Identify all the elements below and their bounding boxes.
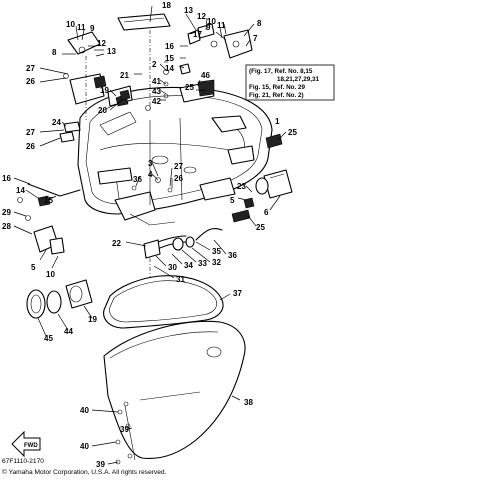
note-line-2: 18,21,27,29,31 <box>277 76 320 83</box>
bottom-cowling-tray <box>77 86 273 226</box>
callout-label: 42 <box>152 97 161 106</box>
callout-label: 17 <box>193 30 202 39</box>
right-side-parts <box>231 133 293 223</box>
callout-label: 15 <box>165 54 174 63</box>
callout-label: 13 <box>107 47 116 56</box>
copyright: © Yamaha Motor Corporation, U.S.A. All r… <box>2 468 167 476</box>
callout-label: 31 <box>176 275 185 284</box>
callout-label: 40 <box>80 406 89 415</box>
callout-label: 32 <box>212 258 221 267</box>
callout-label: 27 <box>26 64 35 73</box>
callout-label: 16 <box>165 42 174 51</box>
callout-label: 37 <box>233 289 242 298</box>
callout-label: 11 <box>217 21 226 30</box>
callout-label: 10 <box>207 17 216 26</box>
callout-label: 13 <box>184 6 193 15</box>
callout-label: 25 <box>185 83 194 92</box>
callout-label: 15 <box>44 196 53 205</box>
note-line-3: Fig. 15, Ref. No. 29 <box>249 84 305 91</box>
callout-label: 6 <box>264 208 269 217</box>
hose-fittings <box>143 227 223 278</box>
callout-label: 18 <box>162 1 171 10</box>
callout-label: 23 <box>237 182 246 191</box>
callout-label: 27 <box>26 128 35 137</box>
callout-label: 19 <box>100 86 109 95</box>
forward-arrow: FWD <box>11 430 41 458</box>
gasket-seal <box>103 275 224 329</box>
callout-label: 36 <box>133 175 142 184</box>
small-hardware <box>37 29 255 465</box>
callout-label: 16 <box>2 174 11 183</box>
callout-label: 8 <box>52 48 57 57</box>
part-code: 67F1110-2170 <box>2 458 44 465</box>
callout-label: 27 <box>174 162 183 171</box>
callout-label: 35 <box>212 247 221 256</box>
callout-label: 4 <box>148 170 153 179</box>
callout-label: 26 <box>174 174 183 183</box>
plug-and-clamps <box>26 279 93 319</box>
callout-label: 41 <box>152 77 161 86</box>
callout-label: 46 <box>201 71 210 80</box>
left-fittings <box>17 183 81 255</box>
callout-label: 39 <box>96 460 105 469</box>
callout-label: 5 <box>230 196 235 205</box>
callout-label: 44 <box>64 327 73 336</box>
callout-label: 38 <box>244 398 253 407</box>
callout-label: 26 <box>26 142 35 151</box>
callout-label: 12 <box>97 39 106 48</box>
note-line-1: (Fig. 17, Ref. No. 8,15 <box>249 68 313 75</box>
callout-label: 40 <box>80 442 89 451</box>
callout-label: 30 <box>168 263 177 272</box>
callout-label: 34 <box>184 261 193 270</box>
callout-label: 45 <box>44 334 53 343</box>
callout-label: 1 <box>275 117 280 126</box>
callout-label: 8 <box>257 19 262 28</box>
callout-label: 12 <box>197 12 206 21</box>
callout-label: 10 <box>46 270 55 279</box>
callout-label: 22 <box>112 239 121 248</box>
callout-label: 33 <box>198 259 207 268</box>
callout-label: 11 <box>77 23 86 32</box>
callout-label: 5 <box>31 263 36 272</box>
callout-label: 21 <box>120 71 129 80</box>
footer: 67F1110-2170 © Yamaha Motor Corporation,… <box>2 458 167 476</box>
leader-lines <box>13 5 287 465</box>
callout-label: 14 <box>165 64 174 73</box>
reference-note: (Fig. 17, Ref. No. 8,15 18,21,27,29,31 F… <box>245 64 335 101</box>
callout-label: 26 <box>26 77 35 86</box>
fwd-label: FWD <box>24 443 38 449</box>
callout-label: 25 <box>256 223 265 232</box>
callout-label: 9 <box>206 23 211 32</box>
callout-label: 24 <box>52 118 61 127</box>
callout-label: 39 <box>120 425 129 434</box>
callout-label: 36 <box>228 251 237 260</box>
callout-label: 43 <box>152 87 161 96</box>
callout-label: 20 <box>98 106 107 115</box>
callout-labels: 18 13 12 9 10 11 8 7 9 10 11 12 13 17 16… <box>2 1 297 469</box>
callout-label: 28 <box>2 222 11 231</box>
callout-label: 19 <box>88 315 97 324</box>
callout-label: 14 <box>16 186 25 195</box>
lower-cover <box>103 320 246 461</box>
callout-label: 9 <box>90 24 95 33</box>
note-line-4: Fig. 21, Ref. No. 2) <box>249 92 304 99</box>
callout-label: 7 <box>253 34 258 43</box>
callout-label: 10 <box>66 20 75 29</box>
callout-label: 3 <box>148 159 153 168</box>
callout-label: 2 <box>152 60 157 69</box>
callout-label: 25 <box>288 128 297 137</box>
callout-label: 29 <box>2 208 11 217</box>
top-center-bracket <box>117 13 253 110</box>
